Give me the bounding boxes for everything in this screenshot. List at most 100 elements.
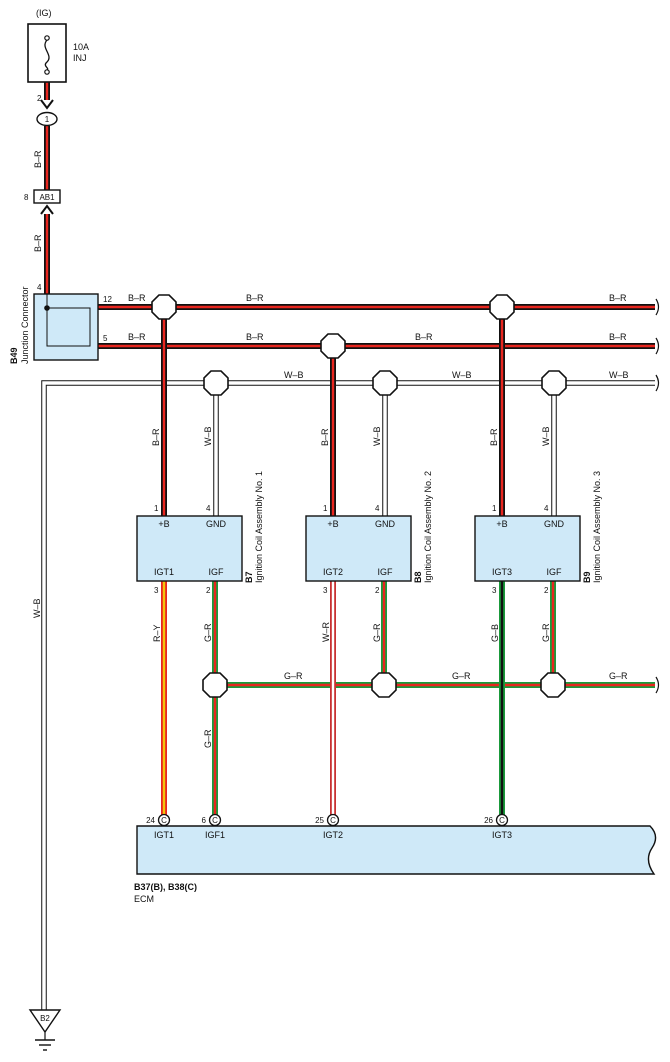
wire-label-wb-4: W–B xyxy=(32,598,42,618)
wire-label-br-coil1: B–R xyxy=(151,428,161,446)
junction-pin-in: 4 xyxy=(37,283,42,292)
ecm-pin-connector: C xyxy=(212,816,218,825)
wire-label-wr: W–R xyxy=(321,622,331,643)
wire-label-wb-1: W–B xyxy=(609,370,629,380)
fuse-element-icon xyxy=(44,39,50,71)
splice-node xyxy=(372,370,398,396)
ecm-pin-name: IGT3 xyxy=(492,830,512,840)
wire-label-br-1: B–R xyxy=(33,150,43,168)
wire-label-gr-3: G–R xyxy=(541,623,551,642)
coil-pin-plusb: +B xyxy=(158,519,169,529)
ecm-pin-name: IGF1 xyxy=(205,830,225,840)
wire-label-br-9: B–R xyxy=(609,332,627,342)
ecm-pin-name: IGT1 xyxy=(154,830,174,840)
wire-label-wb-coil3: W–B xyxy=(541,426,551,446)
wire-label-br-8: B–R xyxy=(415,332,433,342)
wire-label-br-3: B–R xyxy=(128,293,146,303)
fuse-name: INJ xyxy=(73,53,87,63)
coil-pin-plusb: +B xyxy=(496,519,507,529)
coil-pin-igt: IGT2 xyxy=(323,567,343,577)
coil-pin-igt: IGT3 xyxy=(492,567,512,577)
ecm-code: B37(B), B38(C) xyxy=(134,882,197,892)
wire-labels: B–R B–R B–R B–R B–R B–R B–R B–R B–R W–B W–B W–B W–B B… xyxy=(32,150,629,748)
coil-pin-gnd: GND xyxy=(544,519,565,529)
coil-code: B9 xyxy=(582,571,592,583)
wire-continuation-bracket xyxy=(655,298,660,316)
ground-b2: B2 xyxy=(28,1009,62,1051)
coil-pin-num-1: 1 xyxy=(154,504,159,513)
splice-node xyxy=(151,294,177,320)
junction-name: Junction Connector xyxy=(20,286,30,364)
connector-1-oval xyxy=(36,111,58,127)
fuse-terminal-bottom xyxy=(44,69,50,75)
wire-continuation-bracket xyxy=(655,374,660,392)
wire-label-br-6: B–R xyxy=(128,332,146,342)
coil-pin-num-1: 1 xyxy=(492,504,497,513)
splice-nodes xyxy=(151,294,660,698)
coil-box xyxy=(136,515,243,582)
coil-pin-num-4: 4 xyxy=(206,504,211,513)
wire-label-gb: G–B xyxy=(490,624,500,642)
wire-continuation-bracket xyxy=(655,676,660,694)
splice-node xyxy=(541,370,567,396)
ecm-pin-name: IGT2 xyxy=(323,830,343,840)
connector-1: 1 xyxy=(36,99,58,127)
ecm-pin-number: 26 xyxy=(484,816,493,825)
junction-splice-dot xyxy=(44,305,50,311)
ecm-pin-connector: C xyxy=(330,816,336,825)
ground-label: B2 xyxy=(40,1014,50,1023)
fuse-pin: 2 xyxy=(37,94,42,103)
junction-pin-bottom: 5 xyxy=(103,334,108,343)
connector-ab1-pin: 8 xyxy=(24,193,29,202)
wire-continuation-bracket xyxy=(655,337,660,355)
fuse-inj: (IG) 10A INJ 2 xyxy=(27,8,89,103)
wire-label-gr-7: G–R xyxy=(609,671,628,681)
wire-label-gr-4: G–R xyxy=(203,729,213,748)
ecm-pin-connector: C xyxy=(499,816,505,825)
junction-pin-top: 12 xyxy=(103,295,112,304)
connector-ab1-box xyxy=(33,189,61,204)
coil-pin-gnd: GND xyxy=(206,519,227,529)
coil-pin-num-2: 2 xyxy=(206,586,211,595)
wire-label-br-2: B–R xyxy=(33,234,43,252)
wires xyxy=(41,82,655,1010)
ecm-pin-number: 6 xyxy=(202,816,207,825)
ecm-box xyxy=(136,825,657,875)
wire-label-br-4: B–R xyxy=(246,293,264,303)
coil-pin-num-4: 4 xyxy=(544,504,549,513)
coil-box xyxy=(305,515,412,582)
ecm-pin-circle xyxy=(326,813,340,827)
ecm-name: ECM xyxy=(134,894,154,904)
coil-pin-igt: IGT1 xyxy=(154,567,174,577)
coil-pin-num-3: 3 xyxy=(492,586,497,595)
wire-label-wb-2: W–B xyxy=(284,370,304,380)
coil-pin-num-2: 2 xyxy=(544,586,549,595)
ecm-pin-connector: C xyxy=(161,816,167,825)
coil-pin-plusb: +B xyxy=(327,519,338,529)
wire-label-gr-5: G–R xyxy=(284,671,303,681)
wire-label-ry: R–Y xyxy=(152,624,162,642)
coil-pin-num-3: 3 xyxy=(323,586,328,595)
coil-code: B7 xyxy=(244,571,254,583)
wire-label-br-5: B–R xyxy=(609,293,627,303)
ground-triangle-icon xyxy=(28,1009,62,1034)
coil-code: B8 xyxy=(413,571,423,583)
wire-label-gr-6: G–R xyxy=(452,671,471,681)
coil-name: Ignition Coil Assembly No. 2 xyxy=(423,471,433,583)
connector-chevron-icon xyxy=(40,204,54,215)
fuse-terminal-top xyxy=(44,35,50,41)
splice-node xyxy=(203,370,229,396)
wire-label-br-coil3: B–R xyxy=(489,428,499,446)
splice-node xyxy=(320,333,346,359)
coil-box xyxy=(474,515,581,582)
coil-pin-num-2: 2 xyxy=(375,586,380,595)
